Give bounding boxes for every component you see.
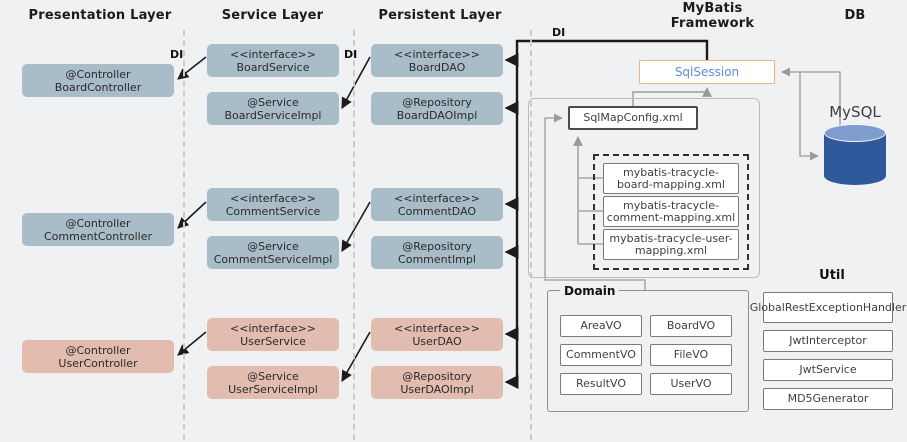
node-user-controller[interactable]: @Controller UserController (22, 340, 174, 373)
header-service-layer: Service Layer (221, 8, 324, 23)
node-user-dao[interactable]: <<interface>> UserDAO (371, 318, 503, 351)
node-area-vo[interactable]: AreaVO (560, 315, 642, 337)
mysql-cylinder-top (824, 124, 886, 142)
column-separator-3 (530, 30, 532, 440)
domain-group-title: Domain (560, 284, 620, 298)
column-separator-1 (183, 30, 185, 440)
node-board-mapping-xml[interactable]: mybatis-tracycle- board-mapping.xml (603, 163, 739, 194)
header-persistent-layer: Persistent Layer (378, 8, 502, 23)
node-user-service-impl[interactable]: @Service UserServiceImpl (207, 366, 339, 399)
node-user-vo[interactable]: UserVO (650, 373, 732, 395)
node-sql-session[interactable]: SqlSession (639, 60, 775, 84)
node-board-service-impl[interactable]: @Service BoardServiceImpl (207, 92, 339, 125)
node-comment-impl[interactable]: @Repository CommentImpl (371, 236, 503, 269)
di-arrow-user-service-impl (341, 331, 371, 382)
node-user-mapping-xml[interactable]: mybatis-tracycle-user- mapping.xml (603, 229, 739, 260)
node-result-vo[interactable]: ResultVO (560, 373, 642, 395)
util-section-title: Util (819, 268, 845, 283)
node-comment-mapping-xml[interactable]: mybatis-tracycle- comment-mapping.xml (603, 196, 739, 227)
di-label-2: DI (344, 48, 358, 61)
node-user-dao-impl[interactable]: @Repository UserDAOImpl (371, 366, 503, 399)
node-sql-map-config[interactable]: SqlMapConfig.xml (568, 106, 698, 130)
header-presentation-layer: Presentation Layer (28, 8, 172, 23)
node-jwt-interceptor[interactable]: JwtInterceptor (763, 330, 893, 352)
di-label-1: DI (170, 48, 184, 61)
node-comment-vo[interactable]: CommentVO (560, 344, 642, 366)
di-arrow-board-service-impl (341, 56, 371, 109)
node-board-controller[interactable]: @Controller BoardController (22, 64, 174, 97)
node-user-service[interactable]: <<interface>> UserService (207, 318, 339, 351)
node-comment-service-impl[interactable]: @Service CommentServiceImpl (207, 236, 339, 269)
node-board-service[interactable]: <<interface>> BoardService (207, 44, 339, 77)
mapper-group (593, 154, 749, 270)
node-comment-dao[interactable]: <<interface>> CommentDAO (371, 188, 503, 221)
header-db: DB (844, 8, 866, 23)
column-separator-2 (353, 30, 355, 440)
node-jwt-service[interactable]: JwtService (763, 359, 893, 381)
header-mybatis-framework: MyBatis Framework (670, 1, 755, 31)
di-label-3: DI (552, 26, 566, 39)
node-board-vo[interactable]: BoardVO (650, 315, 732, 337)
domain-group (547, 290, 749, 412)
node-global-rest-exception-handler[interactable]: GlobalRestExceptionHandler (750, 292, 906, 323)
node-board-dao[interactable]: <<interface>> BoardDAO (371, 44, 503, 77)
mysql-database-icon (824, 124, 886, 190)
mysql-label: MySQL (829, 103, 881, 121)
node-file-vo[interactable]: FileVO (650, 344, 732, 366)
node-comment-controller[interactable]: @Controller CommentController (22, 213, 174, 246)
node-md5-generator[interactable]: MD5Generator (763, 388, 893, 410)
node-board-dao-impl[interactable]: @Repository BoardDAOImpl (371, 92, 503, 125)
di-arrow-comment-service-impl (341, 201, 371, 252)
mybatis-config-frame (528, 98, 760, 278)
node-comment-service[interactable]: <<interface>> CommentService (207, 188, 339, 221)
